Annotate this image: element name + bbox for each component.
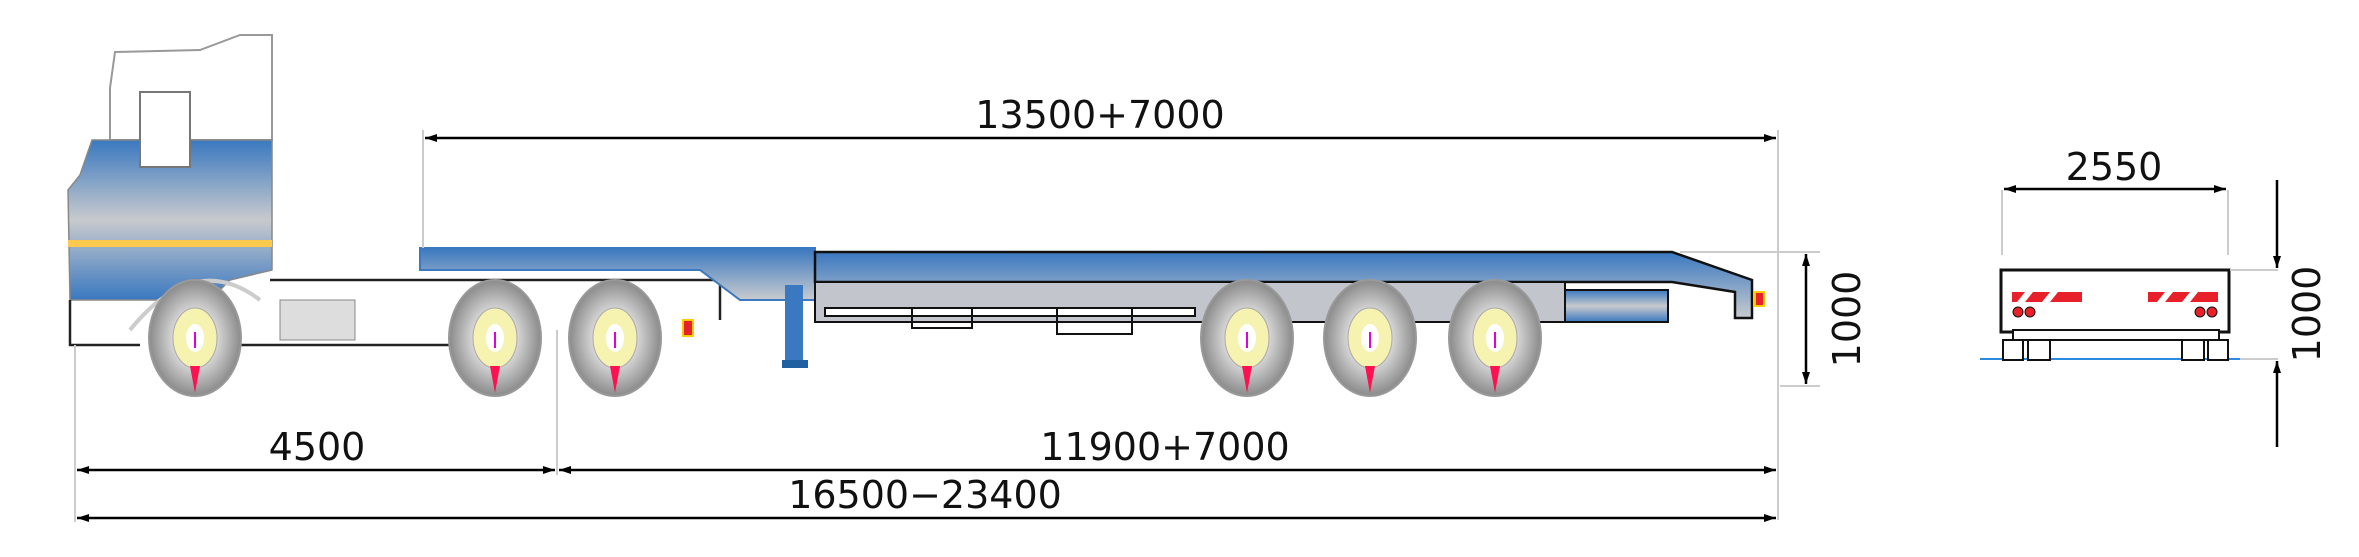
rear-tyre (2207, 339, 2229, 361)
trailer-wheel (1448, 279, 1542, 397)
tractor-rear-wheel (568, 279, 662, 397)
dim-label-width: 2550 (2066, 145, 2163, 189)
fuel-tank (279, 299, 356, 341)
warning-stripes-left (2012, 292, 2082, 302)
dim-label-rear-height: 1000 (2285, 266, 2329, 363)
dim-label-deck-length: 13500+7000 (975, 93, 1224, 137)
rear-bumper (2012, 329, 2220, 341)
rear-tyre (2181, 339, 2205, 361)
rear-lamp (2206, 306, 2218, 318)
cab-window (139, 91, 191, 168)
dim-label-overall: 16500−23400 (788, 473, 1062, 517)
tractor-rear-wheel (448, 279, 542, 397)
rear-lamp (2194, 306, 2206, 318)
side-dimensions: 13500+7000 4500 11900+7000 16500−23400 1… (74, 93, 1869, 522)
dim-label-tractor: 4500 (269, 425, 366, 469)
trailer-wheel (1200, 279, 1294, 397)
warning-stripes-right (2148, 292, 2218, 302)
landing-foot (782, 360, 808, 368)
trailer-wheel (1323, 279, 1417, 397)
rear-lamp (2012, 306, 2024, 318)
toolbox (911, 307, 973, 329)
side-rail (824, 307, 1196, 317)
rear-tyre (2002, 339, 2024, 361)
toolbox (1056, 307, 1133, 335)
rear-light (1754, 291, 1765, 307)
tractor-unit (67, 34, 722, 397)
rear-box (1564, 289, 1669, 323)
rear-lamp (2024, 306, 2036, 318)
dim-label-deck-height: 1000 (1825, 271, 1869, 368)
landing-leg (785, 285, 803, 360)
gooseneck (419, 247, 816, 301)
tractor-front-wheel (148, 279, 242, 397)
tail-light (682, 319, 694, 337)
rear-view: 2550 1000 (1980, 145, 2329, 447)
cab-stripe (68, 240, 272, 247)
cab (67, 139, 273, 301)
dim-label-kingpin-rear: 11900+7000 (1040, 425, 1289, 469)
rear-tyre (2027, 339, 2051, 361)
semi-trailer (419, 247, 1765, 397)
